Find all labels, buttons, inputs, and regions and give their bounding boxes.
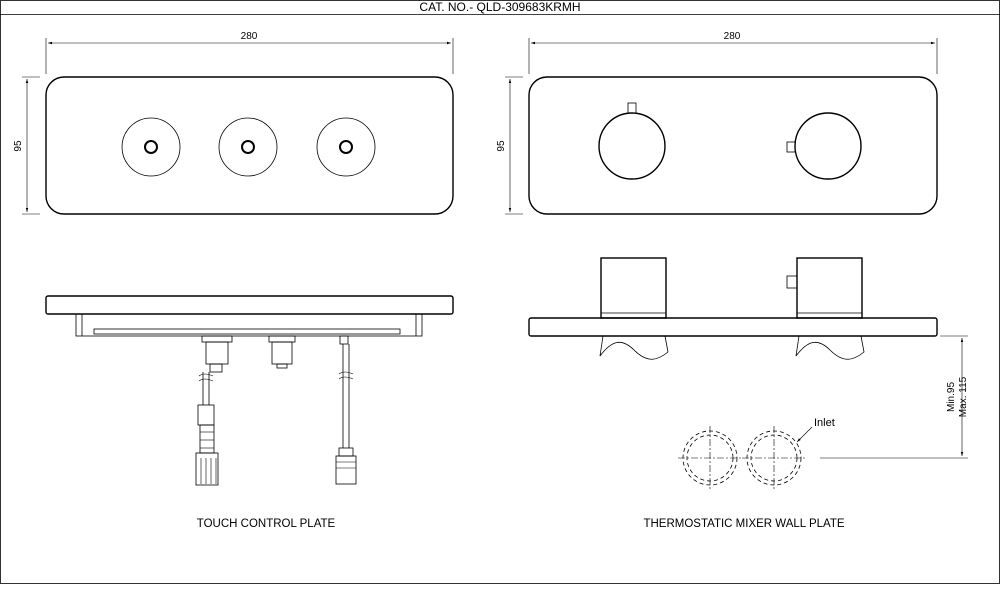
mixer-plate-side-view: Min.95 Max. 115 Inlet — [528, 257, 969, 490]
touch-plate-caption: TOUCH CONTROL PLATE — [197, 518, 336, 530]
touch-plate-width-label: 280 — [241, 31, 258, 42]
flow-knob — [786, 112, 862, 180]
mixer-plate-side-outline — [528, 317, 938, 337]
touch-button-3 — [316, 117, 376, 177]
inlet-symbol-2 — [742, 426, 806, 490]
touch-plate-side-view — [45, 295, 454, 486]
inlet-label: Inlet — [814, 417, 835, 429]
temperature-knob-side — [599, 257, 669, 360]
inlet-leader — [796, 426, 813, 443]
mixer-depth-max-label: Max. 115 — [958, 376, 969, 417]
catalog-number: CAT. NO.- QLD-309683KRMH — [419, 0, 580, 14]
mixer-plate-width-label: 280 — [724, 31, 741, 42]
mixer-plate-outline — [528, 76, 938, 215]
touch-plate-front-view: 280 95 — [13, 31, 454, 215]
temperature-knob — [598, 102, 666, 180]
mixer-plate-caption: THERMOSTATIC MIXER WALL PLATE — [643, 518, 844, 530]
touch-button-2 — [218, 117, 278, 177]
mixer-plate-front-view: 280 95 — [496, 31, 938, 215]
mixer-plate-height-label: 95 — [496, 140, 507, 152]
mixer-depth-min-label: Min.95 — [946, 382, 957, 412]
inlet-symbol-1 — [678, 426, 742, 490]
touch-button-1 — [121, 117, 181, 177]
flow-knob-side — [786, 257, 865, 360]
touch-plate-outline — [45, 76, 454, 215]
touch-plate-height-label: 95 — [13, 140, 24, 152]
touch-plate-side-outline — [45, 295, 454, 315]
